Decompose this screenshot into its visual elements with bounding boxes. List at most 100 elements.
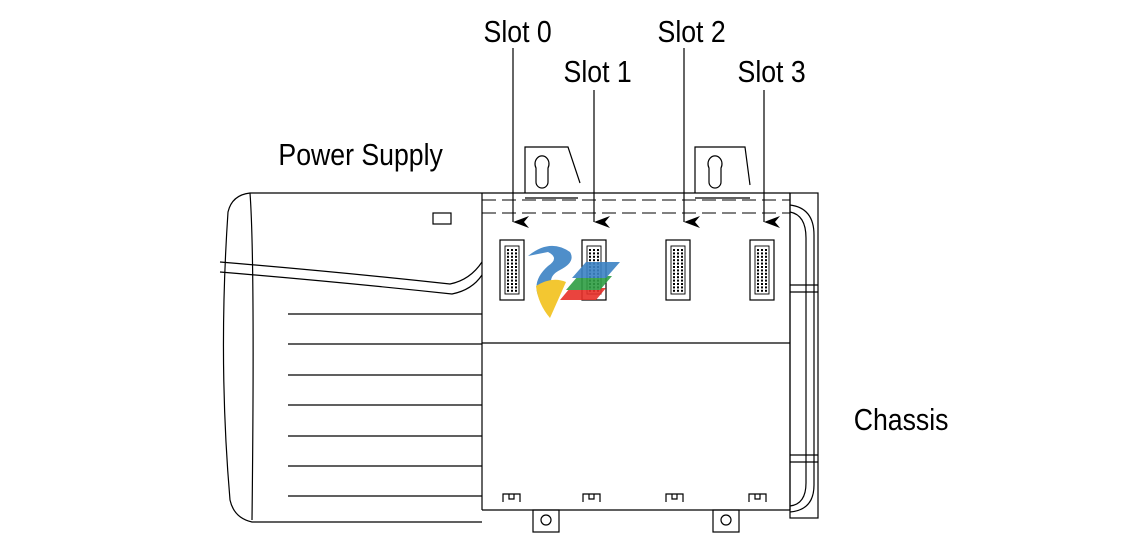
connector-pin <box>515 276 517 279</box>
connector-pin <box>681 266 683 268</box>
connector-pin <box>507 255 509 258</box>
connector-pin <box>761 289 763 292</box>
connector-pin <box>765 252 767 255</box>
connector-pin <box>673 249 675 251</box>
connector-pin <box>757 276 759 279</box>
connector-pin <box>507 286 509 289</box>
connector-pin <box>507 283 509 285</box>
connector-pin <box>765 269 767 272</box>
connector-pin <box>681 272 683 275</box>
connector-pin <box>757 279 759 282</box>
connector-pin <box>677 279 679 282</box>
connector-pin <box>515 269 517 272</box>
connector-pin <box>673 276 675 279</box>
connector-pin <box>673 279 675 282</box>
bottom-clips <box>502 493 767 502</box>
connector-pin <box>515 262 517 265</box>
connector-pin <box>677 259 679 262</box>
connector-pin <box>507 249 509 251</box>
chassis-body <box>481 192 791 511</box>
connector-pin <box>765 276 767 279</box>
connector-pin <box>589 255 591 258</box>
connector-pin <box>677 272 679 275</box>
connector-pin <box>589 249 591 251</box>
slot-3-connector <box>749 239 775 301</box>
keyhole-tab-left <box>524 146 581 193</box>
connector-pin <box>597 259 599 262</box>
connector-pin <box>765 266 767 268</box>
connector-pin <box>507 262 509 265</box>
connector-pin <box>673 255 675 258</box>
connector-pin <box>515 266 517 268</box>
connector-pin <box>515 272 517 275</box>
connector-pin <box>757 255 759 258</box>
connector-pin <box>757 283 759 285</box>
connector-pin <box>761 255 763 258</box>
connector-pin <box>507 252 509 255</box>
connector-pin <box>511 289 513 292</box>
connector-pin <box>677 269 679 272</box>
keyhole-tab-right <box>694 146 751 193</box>
connector-pin <box>757 252 759 255</box>
connector-pin <box>757 286 759 289</box>
connector-pin <box>673 259 675 262</box>
connector-pin <box>761 272 763 275</box>
connector-pin <box>511 283 513 285</box>
connector-pin <box>757 269 759 272</box>
connector-pin <box>673 269 675 272</box>
connector-pin <box>593 259 595 262</box>
connector-pin <box>673 252 675 255</box>
connector-pin <box>761 269 763 272</box>
connector-pin <box>761 286 763 289</box>
connector-pin <box>765 249 767 251</box>
connector-pin <box>515 283 517 285</box>
slot-0-connector <box>499 239 525 301</box>
connector-pin <box>673 286 675 289</box>
chassis-label: Chassis <box>854 403 949 437</box>
connector-pin <box>765 289 767 292</box>
slot-0-label: Slot 0 <box>484 15 552 49</box>
connector-pin <box>589 252 591 255</box>
connector-pin <box>757 259 759 262</box>
connector-pin <box>597 249 599 251</box>
connector-pin <box>761 259 763 262</box>
connector-pin <box>511 255 513 258</box>
connector-pin <box>507 269 509 272</box>
connector-pin <box>765 259 767 262</box>
connector-pin <box>765 272 767 275</box>
connector-pin <box>757 289 759 292</box>
connector-pin <box>593 249 595 251</box>
connector-pin <box>673 289 675 292</box>
connector-pin <box>507 272 509 275</box>
connector-pin <box>677 286 679 289</box>
connector-pin <box>761 252 763 255</box>
connector-pin <box>681 286 683 289</box>
connector-pin <box>515 259 517 262</box>
connector-pin <box>677 249 679 251</box>
connector-pin <box>757 262 759 265</box>
connector-pin <box>681 252 683 255</box>
connector-pin <box>511 259 513 262</box>
watermark-logo <box>528 245 620 318</box>
connector-pin <box>515 279 517 282</box>
connector-pin <box>765 262 767 265</box>
connector-pin <box>681 283 683 285</box>
connector-pin <box>757 249 759 251</box>
connector-pin <box>511 266 513 268</box>
connector-pin <box>515 252 517 255</box>
connector-pin <box>757 266 759 268</box>
connector-pin <box>511 269 513 272</box>
connector-pin <box>761 283 763 285</box>
connector-pin <box>515 289 517 292</box>
connector-pin <box>681 276 683 279</box>
connector-pin <box>515 255 517 258</box>
slot-2-connector <box>665 239 691 301</box>
connector-pin <box>761 279 763 282</box>
connector-pin <box>681 262 683 265</box>
connector-pin <box>761 276 763 279</box>
power-indicator <box>432 212 452 225</box>
connector-pin <box>511 279 513 282</box>
connector-pin <box>511 249 513 251</box>
connector-pin <box>511 262 513 265</box>
mounting-foot-left <box>532 509 560 533</box>
